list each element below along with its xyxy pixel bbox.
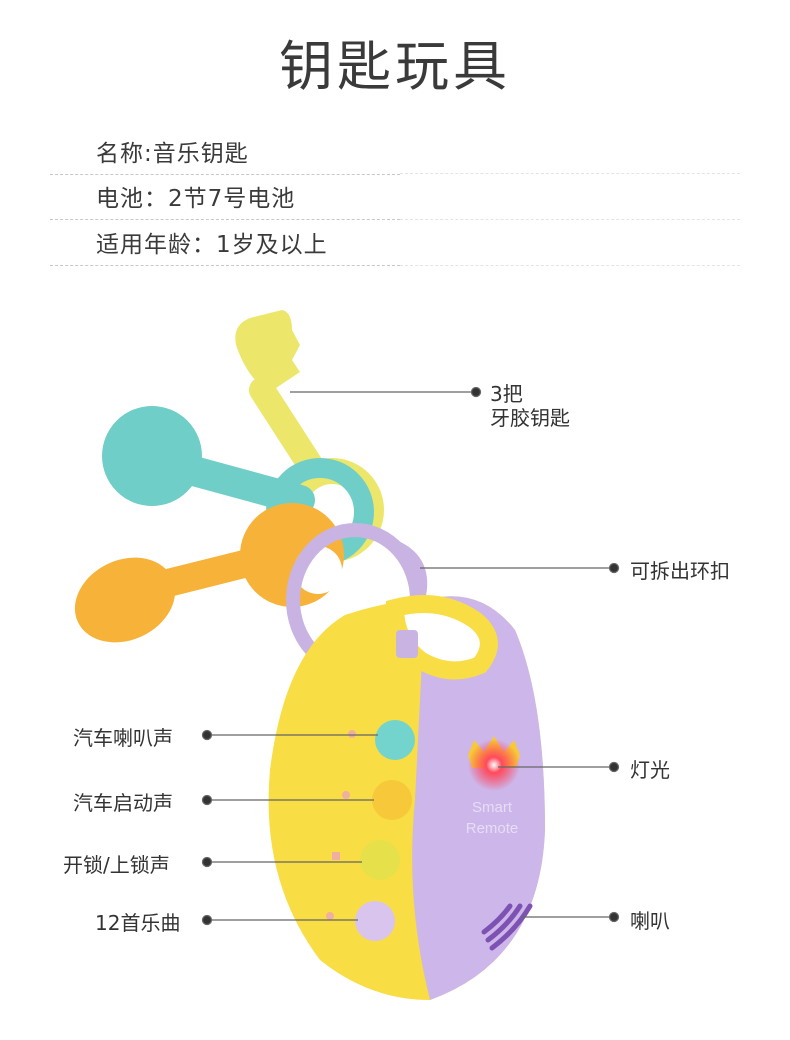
music-button[interactable] [355, 901, 395, 941]
callout-keys-line2: 牙胶钥匙 [490, 406, 570, 430]
print-smart: Smart [472, 799, 513, 816]
spec-row-battery: 电池：2节7号电池 [50, 175, 400, 220]
callout-ring: 可拆出环扣 [630, 559, 730, 583]
lock-icon [332, 852, 340, 860]
callout-horn: 汽车喇叭声 [73, 726, 173, 750]
callout-lock: 开锁/上锁声 [63, 853, 170, 877]
callout-keys-line1: 3把 [490, 382, 523, 406]
spec-divider [400, 265, 740, 266]
spec-battery-text: 电池：2节7号电池 [96, 186, 296, 212]
spec-row-name: 名称:音乐钥匙 [50, 130, 400, 175]
crown-light-icon [468, 736, 520, 791]
music-note-icon [326, 912, 334, 920]
callout-light: 灯光 [630, 758, 670, 782]
car-icon [342, 791, 350, 799]
spec-name-text: 名称:音乐钥匙 [96, 141, 249, 167]
callout-music: 12首乐曲 [95, 911, 181, 935]
horn-button[interactable] [375, 720, 415, 760]
engine-button[interactable] [372, 780, 412, 820]
print-remote: Remote [466, 820, 519, 837]
horn-icon [348, 730, 356, 738]
callout-speaker: 喇叭 [630, 909, 670, 933]
page-title: 钥匙玩具 [279, 35, 511, 98]
spec-age-text: 适用年龄：1岁及以上 [96, 232, 328, 258]
speaker-grill-icon [481, 903, 533, 951]
spec-divider [400, 219, 740, 220]
spec-divider [400, 173, 740, 174]
lock-button[interactable] [360, 840, 400, 880]
spec-row-age: 适用年龄：1岁及以上 [50, 221, 400, 266]
callout-engine: 汽车启动声 [73, 791, 173, 815]
